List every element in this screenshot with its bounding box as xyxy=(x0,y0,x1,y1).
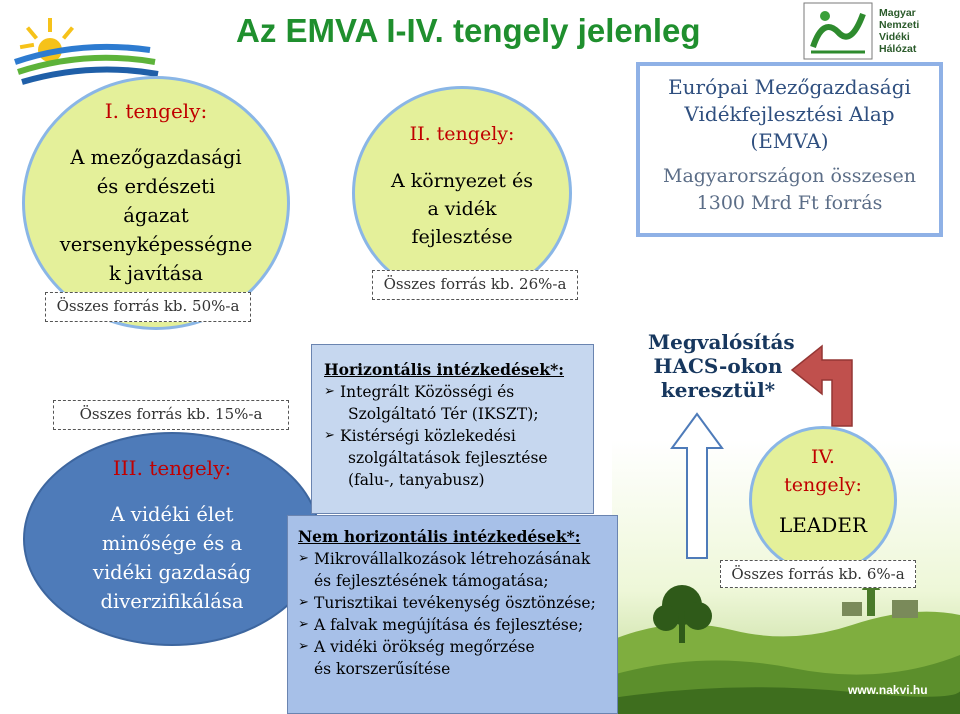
axis2-line: fejlesztése xyxy=(411,226,513,248)
list-item-text: szolgáltatások fejlesztése xyxy=(348,449,548,467)
arrow-bullet-icon: ➢ xyxy=(298,595,309,610)
list-item-text: Mikrovállalkozások létrehozásának xyxy=(314,550,591,568)
axis3-line: A vidéki élet xyxy=(110,503,234,526)
page-title: Az EMVA I-IV. tengely jelenleg xyxy=(236,12,701,49)
arrow-bullet-icon: ➢ xyxy=(324,384,335,399)
emva-line: Európai Mezőgazdasági xyxy=(668,75,911,99)
axis1-ellipse: I. tengely: A mezőgazdasági és erdészeti… xyxy=(22,76,290,330)
list-item-text: Turisztikai tevékenység ösztönzése; xyxy=(314,594,596,612)
axis3-line: vidéki gazdaság xyxy=(92,561,252,584)
implementation-line: Megvalósítás xyxy=(648,330,795,354)
axis2-description: A környezet és a vidék fejlesztése xyxy=(355,167,569,251)
emva-name: Európai Mezőgazdasági Vidékfejlesztési A… xyxy=(640,74,939,155)
list-item-text: A vidéki örökség megőrzése xyxy=(314,638,535,656)
arrow-bullet-icon: ➢ xyxy=(298,617,309,632)
list-item-text: A falvak megújítása és fejlesztése; xyxy=(314,616,584,634)
implementation-line: HACS-okon xyxy=(653,354,783,378)
list-item-text: és fejlesztésének támogatása; xyxy=(314,572,549,590)
non-horizontal-measures-box: Nem horizontális intézkedések*: ➢ Mikrov… xyxy=(287,515,618,714)
arrow-bullet-icon: ➢ xyxy=(298,639,309,654)
axis2-line: a vidék xyxy=(427,198,497,220)
horizontal-measures-box: Horizontális intézkedések*: ➢ Integrált … xyxy=(311,344,594,514)
emva-line: (EMVA) xyxy=(750,129,829,153)
up-arrow-icon xyxy=(670,412,724,559)
axis2-line: A környezet és xyxy=(391,170,533,192)
axis1-line: és erdészeti xyxy=(96,175,216,198)
list-item: ➢ A vidéki örökség megőrzése és korszerű… xyxy=(298,636,609,680)
list-item-text: Kistérségi közlekedési xyxy=(340,427,516,445)
axis1-line: k javítása xyxy=(108,262,204,285)
arrow-bullet-icon: ➢ xyxy=(298,551,309,566)
footer-url: www.nakvi.hu xyxy=(848,683,928,697)
list-item: ➢ Turisztikai tevékenység ösztönzése; xyxy=(298,592,609,614)
axis4-heading-line: IV. xyxy=(811,446,835,468)
list-item-text: Integrált Közösségi és xyxy=(340,383,515,401)
list-item: ➢ Integrált Közösségi és Szolgáltató Tér… xyxy=(324,381,585,425)
axis3-line: diverzifikálása xyxy=(100,590,244,613)
horizontal-heading: Horizontális intézkedések*: xyxy=(324,360,564,379)
mnvh-emblem-icon xyxy=(803,2,873,60)
axis4-description: LEADER xyxy=(778,513,868,537)
implementation-line: keresztül* xyxy=(660,378,776,402)
axis4-ellipse: IV. tengely: LEADER xyxy=(749,426,897,574)
axis4-heading: IV. tengely: xyxy=(752,443,894,499)
axis3-ellipse: III. tengely: A vidéki élet minősége és … xyxy=(23,432,321,646)
logo-text-line: Nemzeti xyxy=(879,19,920,31)
axis1-line: versenyképességne xyxy=(59,233,253,256)
axis1-heading: I. tengely: xyxy=(104,99,208,123)
mnvh-logo: Magyar Nemzeti Vidéki Hálózat xyxy=(803,2,958,60)
axis1-share-label: Összes forrás kb. 50%-a xyxy=(45,292,251,322)
list-item: ➢ A falvak megújítása és fejlesztése; xyxy=(298,614,609,636)
axis2-ellipse: II. tengely: A környezet és a vidék fejl… xyxy=(352,86,572,300)
axis2-heading: II. tengely: xyxy=(409,123,515,145)
list-item: ➢ Mikrovállalkozások létrehozásának és f… xyxy=(298,548,609,592)
logo-text-line: Hálózat xyxy=(879,43,917,55)
axis2-share-label: Összes forrás kb. 26%-a xyxy=(372,270,578,300)
axis3-description: A vidéki élet minősége és a vidéki gazda… xyxy=(25,500,319,616)
emva-total: Magyarországon összesen 1300 Mrd Ft forr… xyxy=(640,163,939,217)
axis1-line: ágazat xyxy=(123,204,189,227)
emva-line: Magyarországon összesen xyxy=(662,165,916,187)
implementation-label: Megvalósítás HACS-okon keresztül* xyxy=(648,330,795,402)
non-horizontal-heading: Nem horizontális intézkedések*: xyxy=(298,527,581,546)
axis4-share-label: Összes forrás kb. 6%-a xyxy=(720,560,916,588)
axis3-share-label: Összes forrás kb. 15%-a xyxy=(53,400,289,430)
list-item-text: Szolgáltató Tér (IKSZT); xyxy=(348,405,539,423)
arrow-bullet-icon: ➢ xyxy=(324,428,335,443)
axis4-heading-line: tengely: xyxy=(784,474,862,496)
emva-line: 1300 Mrd Ft forrás xyxy=(696,192,883,214)
flow-arrows xyxy=(670,344,853,559)
axis1-line: A mezőgazdasági xyxy=(70,146,242,169)
mnvh-logo-text: Magyar Nemzeti Vidéki Hálózat xyxy=(879,7,919,55)
emva-line: Vidékfejlesztési Alap xyxy=(684,102,895,126)
axis3-heading: III. tengely: xyxy=(112,456,232,480)
list-item-text: (falu-, tanyabusz) xyxy=(348,471,485,489)
bent-arrow-icon xyxy=(790,344,853,427)
axis3-line: minősége és a xyxy=(101,532,243,555)
axis1-description: A mezőgazdasági és erdészeti ágazat vers… xyxy=(25,143,287,288)
logo-text-line: Magyar xyxy=(879,7,916,19)
eu-rural-logo xyxy=(14,18,159,85)
logo-text-line: Vidéki xyxy=(879,31,910,43)
emva-info-box: Európai Mezőgazdasági Vidékfejlesztési A… xyxy=(636,62,943,237)
list-item: ➢ Kistérségi közlekedési szolgáltatások … xyxy=(324,425,585,491)
list-item-text: és korszerűsítése xyxy=(314,660,451,678)
